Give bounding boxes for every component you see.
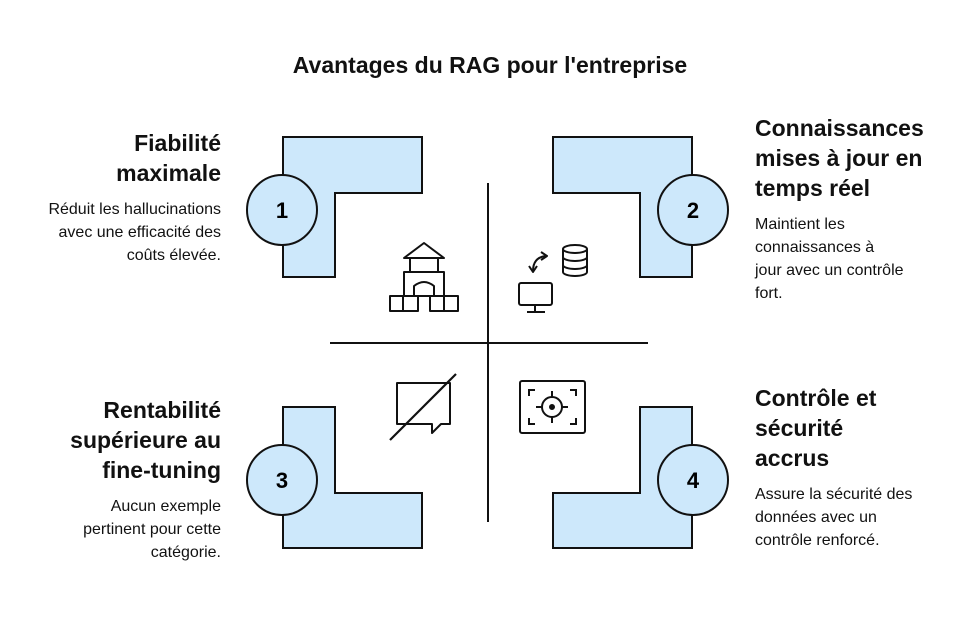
quadrant-2-description: Maintient les connaissances à jour avec … — [755, 216, 904, 302]
no-message-icon — [389, 373, 457, 441]
number-label-4: 4 — [687, 468, 700, 493]
quadrant-2-title: Connaissances mises à jour en temps réel — [755, 115, 924, 201]
quadrant-shape-3 — [282, 406, 423, 549]
number-circle-4 — [657, 444, 729, 516]
database-sync-icon — [518, 244, 588, 313]
quadrant-4-text: Contrôle et sécurité accrus Assure la sé… — [755, 383, 920, 552]
quadrant-3-title: Rentabilité supérieure au fine-tuning — [70, 397, 221, 483]
quadrant-shape-1 — [282, 136, 423, 278]
quadrant-3-text: Rentabilité supérieure au fine-tuning Au… — [31, 395, 221, 564]
quadrant-4-title: Contrôle et sécurité accrus — [755, 385, 877, 471]
number-circle-1 — [246, 174, 318, 246]
number-label-3: 3 — [276, 468, 288, 493]
number-label-2: 2 — [687, 198, 699, 223]
quadrant-1-text: Fiabilité maximale Réduit les hallucinat… — [41, 128, 221, 267]
quadrant-1-description: Réduit les hallucinations avec une effic… — [48, 201, 221, 264]
number-circle-2 — [657, 174, 729, 246]
quadrant-2-text: Connaissances mises à jour en temps réel… — [755, 113, 940, 305]
quadrant-3-description: Aucun exemple pertinent pour cette catég… — [83, 498, 221, 561]
quadrant-1-title: Fiabilité maximale — [116, 130, 221, 186]
number-label-1: 1 — [276, 198, 288, 223]
page-title: Avantages du RAG pour l'entreprise — [292, 52, 688, 78]
quadrant-shape-2 — [552, 136, 693, 278]
quadrant-shape-4 — [552, 406, 693, 549]
castle-icon — [389, 242, 459, 312]
quadrant-4-description: Assure la sécurité des données avec un c… — [755, 486, 913, 549]
target-icon — [519, 380, 586, 434]
number-circle-3 — [246, 444, 318, 516]
